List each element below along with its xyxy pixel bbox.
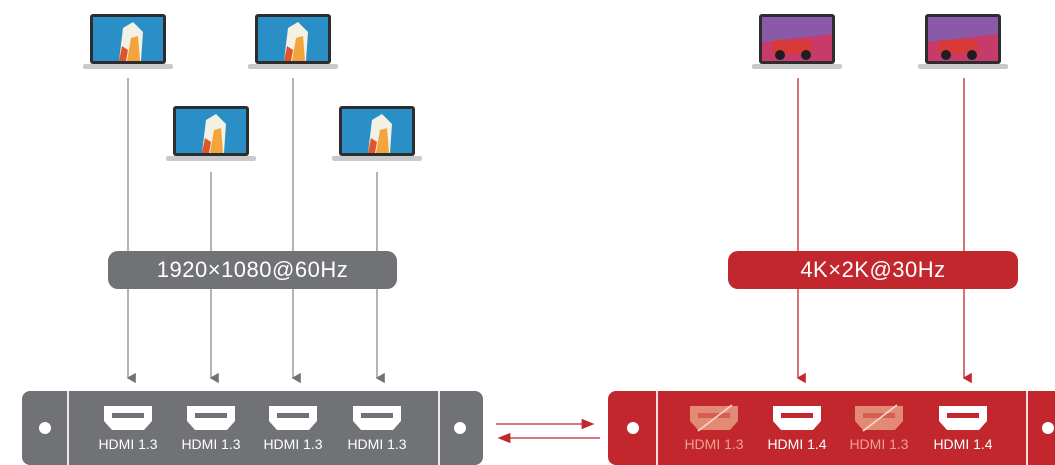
laptop-source-icon bbox=[166, 104, 256, 162]
laptop-source-icon bbox=[918, 12, 1008, 70]
hdmi-port-icon bbox=[269, 406, 317, 430]
resolution-text: 1920×1080@60Hz bbox=[156, 257, 349, 282]
hdmi-port: HDMI 1.3 bbox=[341, 404, 413, 464]
hdmi-port: HDMI 1.3 bbox=[92, 404, 164, 464]
port-label: HDMI 1.4 bbox=[767, 436, 827, 452]
panel-divider bbox=[67, 391, 69, 465]
mounting-hole bbox=[1042, 422, 1054, 434]
resolution-text: 4K×2K@30Hz bbox=[800, 257, 946, 282]
hdmi-port-icon bbox=[939, 406, 987, 430]
hdmi-port: HDMI 1.4 bbox=[927, 404, 999, 464]
hdmi-port: HDMI 1.4 bbox=[761, 404, 833, 464]
port-label: HDMI 1.3 bbox=[98, 436, 158, 452]
mounting-hole bbox=[39, 422, 51, 434]
hdmi-port: HDMI 1.3 bbox=[257, 404, 329, 464]
port-label: HDMI 1.3 bbox=[684, 436, 744, 452]
port-label: HDMI 1.3 bbox=[347, 436, 407, 452]
laptop-source-icon bbox=[83, 12, 173, 70]
hdmi-port-disabled: HDMI 1.3 bbox=[843, 404, 915, 464]
mounting-hole bbox=[627, 422, 639, 434]
hdmi-port-crossed-icon bbox=[690, 404, 738, 432]
panel-divider bbox=[656, 391, 658, 465]
panel-divider bbox=[1026, 391, 1028, 465]
hdmi-switch-panel-gray: HDMI 1.3 HDMI 1.3 HDMI 1.3 HDMI 1.3 bbox=[22, 391, 483, 465]
laptop-source-icon bbox=[752, 12, 842, 70]
port-label: HDMI 1.3 bbox=[263, 436, 323, 452]
panel-divider bbox=[438, 391, 440, 465]
hdmi-port-icon bbox=[104, 406, 152, 430]
resolution-label-gray: 1920×1080@60Hz bbox=[108, 251, 397, 289]
laptop-source-icon bbox=[332, 104, 422, 162]
port-label: HDMI 1.4 bbox=[933, 436, 993, 452]
hdmi-port-icon bbox=[773, 406, 821, 430]
mounting-hole bbox=[454, 422, 466, 434]
resolution-label-red: 4K×2K@30Hz bbox=[728, 251, 1018, 289]
hdmi-port-icon bbox=[353, 406, 401, 430]
hdmi-port-disabled: HDMI 1.3 bbox=[678, 404, 750, 464]
port-label: HDMI 1.3 bbox=[849, 436, 909, 452]
hdmi-port: HDMI 1.3 bbox=[175, 404, 247, 464]
hdmi-port-crossed-icon bbox=[855, 404, 903, 432]
laptop-source-icon bbox=[248, 12, 338, 70]
port-label: HDMI 1.3 bbox=[181, 436, 241, 452]
hdmi-switch-panel-red: HDMI 1.3 HDMI 1.4 HDMI 1.3 HDMI 1.4 bbox=[608, 391, 1055, 465]
hdmi-port-icon bbox=[187, 406, 235, 430]
